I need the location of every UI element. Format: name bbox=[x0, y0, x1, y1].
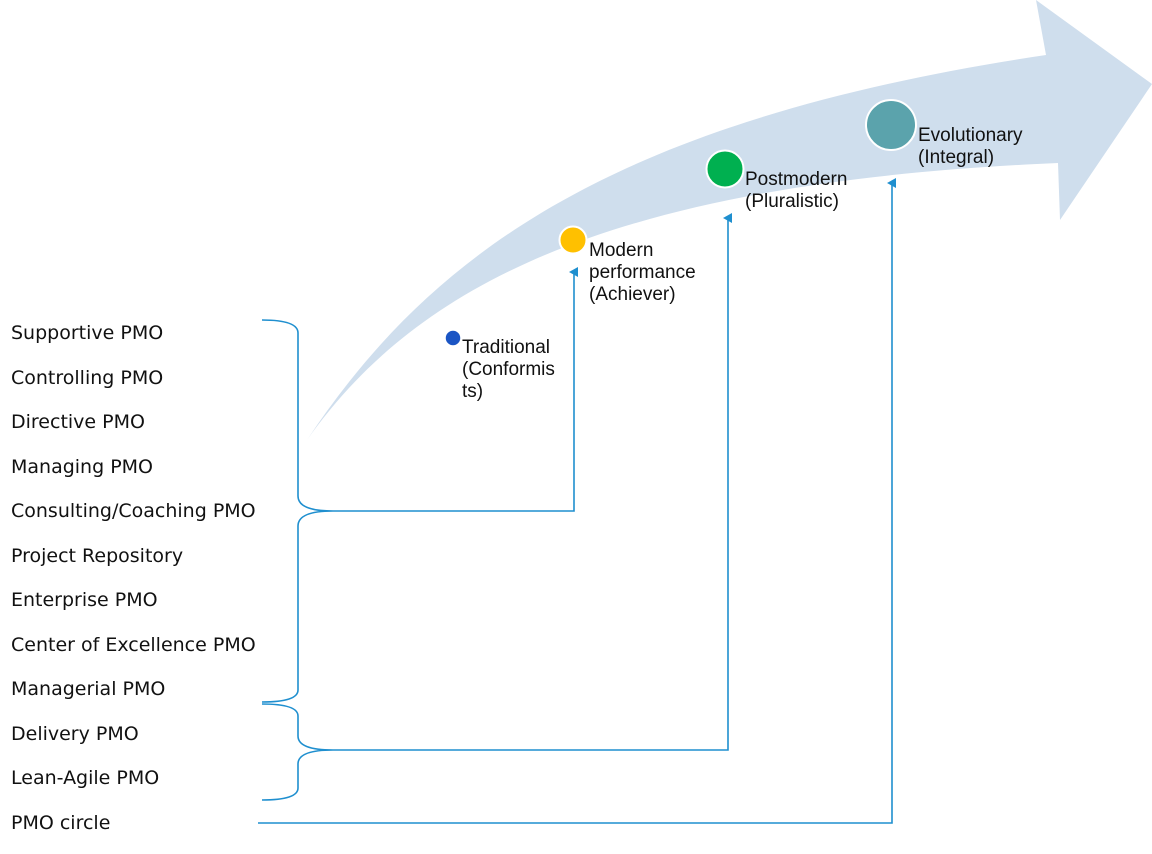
stage-label-line: (Achiever) bbox=[589, 284, 676, 305]
stage-label-line: performance bbox=[589, 262, 696, 283]
stage-marker-evolutionary bbox=[865, 99, 917, 151]
pmo-type-consulting-coaching: Consulting/Coaching PMO bbox=[11, 500, 256, 522]
stage-label-evolutionary: Evolutionary (Integral) bbox=[918, 125, 1023, 169]
stage-label-traditional: Traditional (Conformis ts) bbox=[462, 337, 555, 403]
stage-marker-modern bbox=[558, 225, 588, 255]
stage-label-line: (Pluralistic) bbox=[745, 191, 839, 212]
pmo-type-pmo-circle: PMO circle bbox=[11, 812, 111, 834]
pmo-type-managing: Managing PMO bbox=[11, 456, 154, 478]
stage-label-modern: Modern performance (Achiever) bbox=[589, 240, 696, 306]
stage-label-line: Postmodern bbox=[745, 169, 848, 190]
connector-postmodern bbox=[333, 213, 732, 751]
pmo-type-lean-agile: Lean-Agile PMO bbox=[11, 767, 160, 789]
pmo-type-center-of-excellence: Center of Excellence PMO bbox=[11, 634, 256, 656]
pmo-type-managerial: Managerial PMO bbox=[11, 678, 166, 700]
stage-label-line: Evolutionary bbox=[918, 125, 1023, 146]
evolution-arrow bbox=[307, 0, 1152, 440]
pmo-type-enterprise: Enterprise PMO bbox=[11, 589, 158, 611]
stage-label-line: (Integral) bbox=[918, 147, 995, 168]
stage-label-line: (Conformis bbox=[462, 359, 555, 380]
brace-bottom-group bbox=[261, 703, 334, 801]
pmo-type-directive: Directive PMO bbox=[11, 411, 145, 433]
stage-marker-postmodern bbox=[705, 149, 745, 189]
pmo-type-delivery: Delivery PMO bbox=[11, 723, 139, 745]
stage-label-line: Traditional bbox=[462, 337, 551, 358]
pmo-type-controlling: Controlling PMO bbox=[11, 367, 164, 389]
stage-label-line: Modern bbox=[589, 240, 654, 261]
pmo-type-supportive: Supportive PMO bbox=[11, 322, 164, 344]
connector-modern bbox=[333, 267, 578, 512]
pmo-type-project-repository: Project Repository bbox=[11, 545, 184, 567]
stage-label-postmodern: Postmodern (Pluralistic) bbox=[745, 169, 847, 213]
stage-marker-traditional bbox=[444, 329, 462, 347]
stage-label-line: ts) bbox=[462, 381, 484, 402]
brace-top-group bbox=[261, 319, 334, 703]
connector-evolutionary bbox=[258, 178, 896, 824]
